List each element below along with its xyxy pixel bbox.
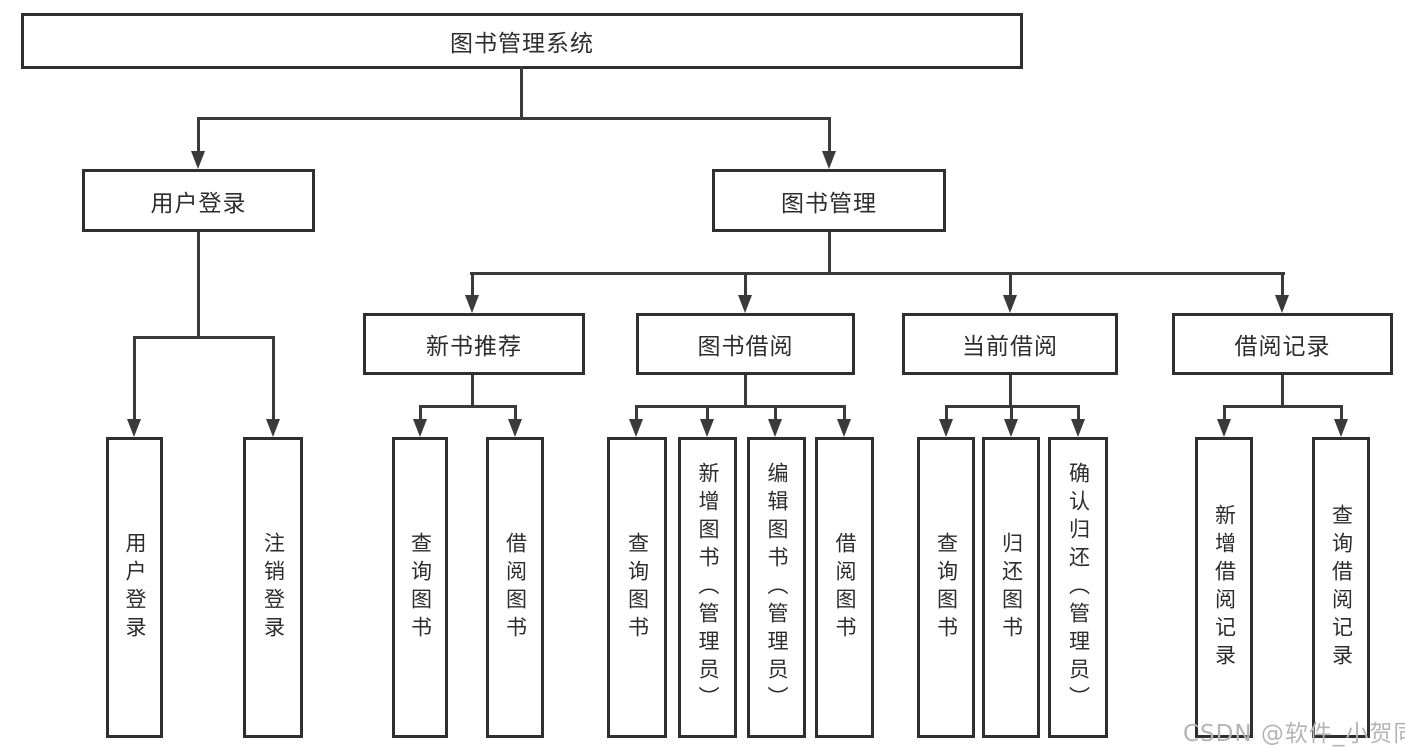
leaf-query-books-current: 查询图书	[917, 437, 975, 738]
leaf-query-books-borrow: 查询图书	[607, 437, 667, 738]
leaf-borrow-books-recommend: 借阅图书	[486, 437, 544, 738]
arrow-down-icon	[1004, 419, 1018, 437]
leaf-confirm-return-admin: 确认归还（管理员）	[1048, 437, 1108, 738]
connector-stem	[828, 232, 831, 274]
node-user-login: 用户登录	[82, 169, 315, 232]
arrow-down-icon	[768, 419, 782, 437]
arrow-down-icon	[738, 295, 752, 313]
connector-stem	[520, 66, 523, 118]
connector-stem	[471, 375, 474, 407]
connector-bar	[635, 405, 846, 408]
arrow-down-icon	[939, 419, 953, 437]
connector-stem	[1281, 375, 1284, 407]
connector-stem	[197, 232, 200, 338]
connector-stem	[1340, 405, 1343, 421]
connector-stem	[1077, 405, 1080, 421]
arrow-down-icon	[1003, 295, 1017, 313]
leaf-add-books-admin: 新增图书（管理员）	[678, 437, 737, 738]
arrow-down-icon	[191, 151, 205, 169]
arrow-down-icon	[413, 419, 427, 437]
connector-stem	[843, 405, 846, 421]
node-book-borrowing: 图书借阅	[636, 313, 855, 375]
connector-stem	[706, 405, 709, 421]
connector-stem	[1009, 375, 1012, 407]
arrow-down-icon	[822, 151, 836, 169]
node-book-management: 图书管理	[712, 169, 946, 232]
arrow-down-icon	[266, 419, 280, 437]
leaf-borrow-books: 借阅图书	[815, 437, 874, 738]
connector-stem	[471, 272, 474, 297]
connector-stem	[1281, 272, 1284, 297]
connector-stem	[197, 117, 200, 153]
arrow-down-icon	[1275, 295, 1289, 313]
connector-stem	[272, 336, 275, 421]
node-borrowing-records: 借阅记录	[1172, 313, 1393, 375]
connector-bar	[197, 117, 831, 120]
leaf-user-login: 用户登录	[106, 437, 163, 738]
node-library-management-system: 图书管理系统	[21, 13, 1023, 69]
node-new-book-recommendation: 新书推荐	[363, 313, 585, 375]
connector-stem	[635, 405, 638, 421]
leaf-logout-login: 注销登录	[243, 437, 303, 738]
arrow-down-icon	[508, 419, 522, 437]
arrow-down-icon	[1217, 419, 1231, 437]
csdn-watermark: CSDN @软件_小贺同学	[1183, 721, 1405, 747]
connector-bar	[133, 336, 275, 339]
connector-stem	[744, 375, 747, 407]
connector-bar	[419, 405, 517, 408]
connector-stem	[744, 272, 747, 297]
connector-stem	[945, 405, 948, 421]
connector-stem	[133, 336, 136, 421]
connector-bar	[470, 272, 1285, 275]
connector-stem	[828, 117, 831, 153]
connector-stem	[1010, 405, 1013, 421]
arrow-down-icon	[700, 419, 714, 437]
connector-stem	[419, 405, 422, 421]
connector-stem	[774, 405, 777, 421]
leaf-edit-books-admin: 编辑图书（管理员）	[747, 437, 806, 738]
connector-stem	[514, 405, 517, 421]
arrow-down-icon	[1071, 419, 1085, 437]
arrow-down-icon	[465, 295, 479, 313]
arrow-down-icon	[127, 419, 141, 437]
leaf-query-borrow-record: 查询借阅记录	[1312, 437, 1370, 738]
arrow-down-icon	[1334, 419, 1348, 437]
node-current-borrowing: 当前借阅	[902, 313, 1118, 375]
connector-stem	[1223, 405, 1226, 421]
connector-bar	[1223, 405, 1343, 408]
arrow-down-icon	[629, 419, 643, 437]
leaf-add-borrow-record: 新增借阅记录	[1195, 437, 1253, 738]
leaf-query-books-recommend: 查询图书	[392, 437, 448, 738]
arrow-down-icon	[837, 419, 851, 437]
connector-stem	[1009, 272, 1012, 297]
leaf-return-books: 归还图书	[982, 437, 1040, 738]
